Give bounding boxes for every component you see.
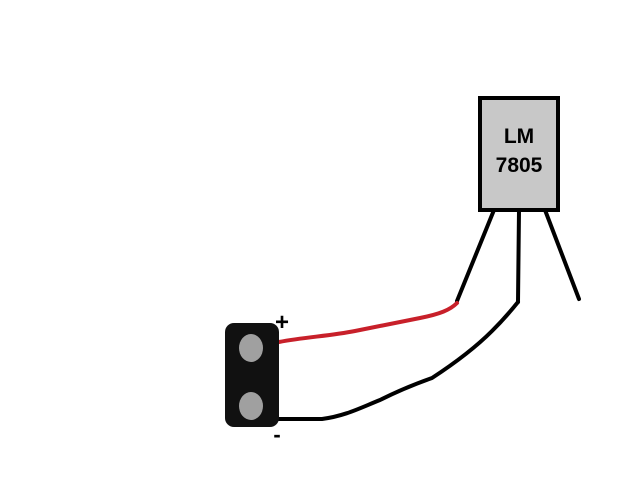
regulator-leg-input <box>455 208 496 303</box>
regulator-leg-output <box>543 208 581 301</box>
negative-sign: - <box>273 422 280 447</box>
battery-terminal-negative <box>239 392 263 420</box>
regulator-leg-ground <box>516 208 521 304</box>
regulator-body <box>478 96 560 212</box>
regulator-legs <box>455 208 581 304</box>
positive-sign: + <box>275 309 289 336</box>
regulator: LM 7805 <box>478 96 560 212</box>
battery-body <box>225 323 279 427</box>
regulator-label-line2: 7805 <box>496 154 543 177</box>
positive-wire <box>277 301 459 344</box>
battery-terminal-positive <box>239 334 263 362</box>
regulator-label-line1: LM <box>504 125 534 148</box>
battery-connector <box>225 323 279 427</box>
negative-wire <box>274 300 520 421</box>
